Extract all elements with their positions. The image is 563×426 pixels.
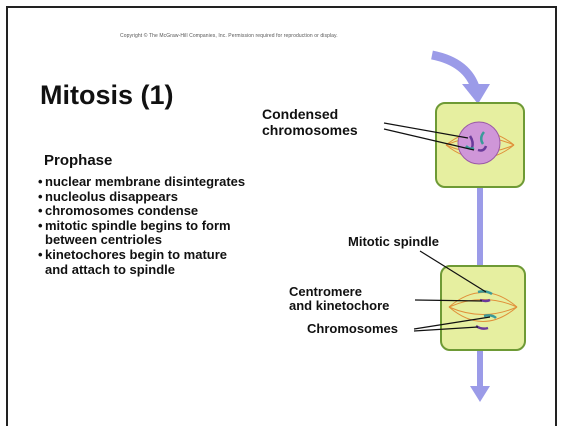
entry-arrowhead — [462, 84, 490, 104]
label-line: Condensed — [262, 106, 358, 122]
cell-outline — [441, 266, 525, 350]
label-line: Centromere — [289, 285, 389, 299]
late-prophase-cell — [441, 266, 525, 350]
label-centromere-kinetochore: Centromere and kinetochore — [289, 285, 389, 313]
label-condensed-chromosomes: Condensed chromosomes — [262, 106, 358, 138]
nucleus — [458, 122, 500, 164]
label-mitotic-spindle: Mitotic spindle — [348, 234, 439, 249]
flow-arrowhead — [470, 386, 490, 402]
label-line: and kinetochore — [289, 299, 389, 313]
early-prophase-cell — [436, 103, 524, 187]
label-chromosomes: Chromosomes — [307, 321, 398, 336]
label-line: chromosomes — [262, 122, 358, 138]
